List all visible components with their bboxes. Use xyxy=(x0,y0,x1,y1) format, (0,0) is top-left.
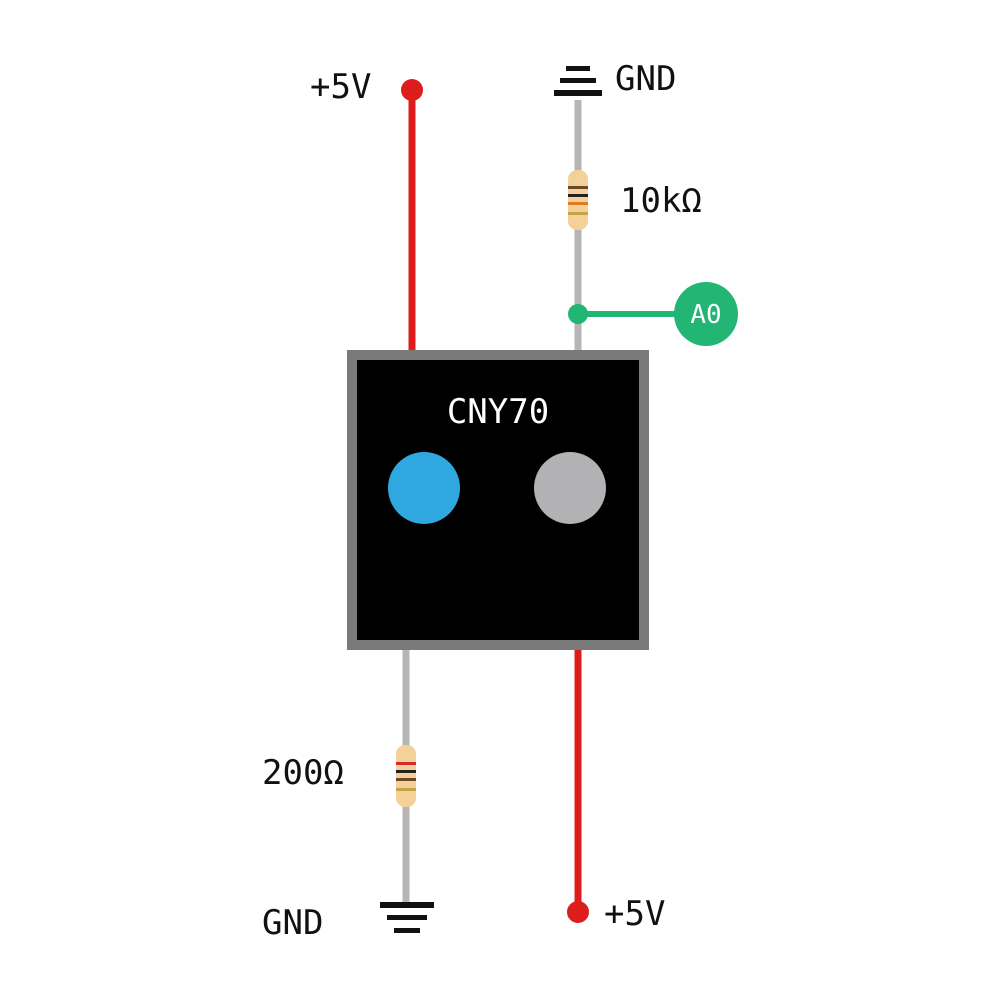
signal-node xyxy=(568,304,588,324)
vcc-top-terminal xyxy=(401,79,423,101)
component-name: CNY70 xyxy=(447,392,549,432)
resistor-bottom-label: 200Ω xyxy=(262,753,344,793)
gnd-bottom-label: GND xyxy=(262,903,323,943)
vcc-top-label: +5V xyxy=(310,67,371,107)
resistor-200 xyxy=(396,745,416,807)
analog-pin-label: A0 xyxy=(690,300,721,330)
vcc-bottom-terminal xyxy=(567,901,589,923)
resistor-10k xyxy=(568,170,588,230)
emitter-led xyxy=(388,452,460,524)
phototransistor xyxy=(534,452,606,524)
resistor-top-label: 10kΩ xyxy=(620,181,702,221)
ground-icon xyxy=(554,66,602,96)
gnd-top-label: GND xyxy=(615,59,676,99)
ground-icon xyxy=(380,902,434,933)
analog-pin-badge xyxy=(674,282,738,346)
vcc-bottom-label: +5V xyxy=(604,894,665,934)
